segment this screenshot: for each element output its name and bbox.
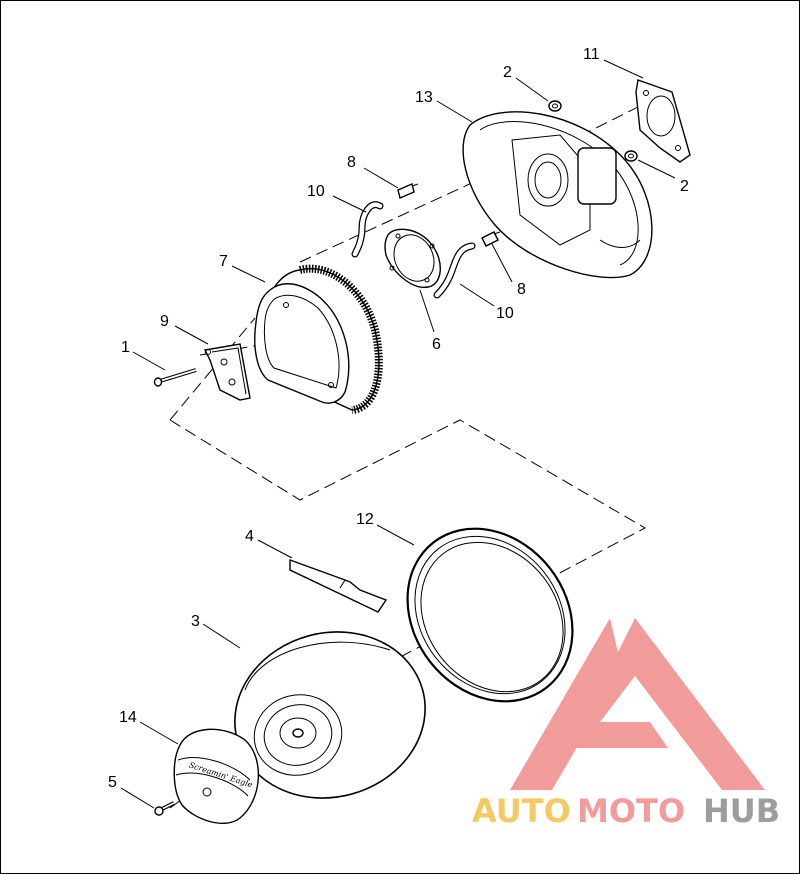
watermark-auto: AUTO bbox=[472, 792, 571, 830]
part-bracket bbox=[203, 343, 251, 401]
part-breather-bolt-upper bbox=[397, 183, 419, 199]
callout-3: 3 bbox=[191, 613, 200, 630]
callout-4: 4 bbox=[245, 528, 254, 545]
callout-5: 5 bbox=[108, 774, 117, 791]
part-gasket bbox=[635, 79, 691, 163]
part-grommet-right bbox=[624, 150, 638, 162]
callout-6: 6 bbox=[432, 336, 441, 353]
callout-8-upper: 8 bbox=[347, 154, 356, 171]
part-backplate bbox=[462, 111, 653, 279]
callout-10-lower: 10 bbox=[496, 305, 514, 322]
callout-1: 1 bbox=[121, 339, 130, 356]
watermark-hub: HUB bbox=[703, 792, 780, 830]
part-breather-hose-lower bbox=[433, 242, 476, 299]
callout-8-lower: 8 bbox=[517, 281, 526, 298]
part-badge-insert bbox=[289, 559, 388, 613]
callout-13: 13 bbox=[415, 89, 433, 106]
part-filter-gasket bbox=[384, 228, 441, 288]
part-breather-bolt-lower bbox=[481, 231, 501, 247]
callout-9: 9 bbox=[160, 313, 169, 330]
callout-2-top: 2 bbox=[503, 64, 512, 81]
callout-11: 11 bbox=[583, 46, 600, 63]
part-screw-long bbox=[153, 368, 197, 387]
part-medallion: Screamin' Eagle bbox=[173, 728, 259, 824]
callout-14: 14 bbox=[119, 709, 137, 726]
part-trim-ring bbox=[406, 527, 574, 703]
part-screw-short bbox=[154, 801, 175, 816]
part-grommet-top bbox=[548, 100, 562, 112]
callout-2-right: 2 bbox=[680, 178, 689, 195]
callout-12: 12 bbox=[356, 511, 374, 528]
callout-10-upper: 10 bbox=[307, 183, 325, 200]
automotohub-watermark: AUTO MOTO HUB bbox=[472, 618, 780, 830]
part-breather-hose-upper bbox=[351, 201, 384, 258]
watermark-moto: MOTO bbox=[577, 792, 685, 830]
callout-7: 7 bbox=[219, 253, 228, 270]
part-air-filter-element bbox=[254, 264, 383, 414]
watermark-triangle-left bbox=[510, 618, 622, 790]
callout-labels: 1 2 2 3 4 5 6 7 8 8 9 10 10 11 12 13 14 bbox=[108, 46, 689, 791]
callout-leaders bbox=[120, 59, 676, 809]
